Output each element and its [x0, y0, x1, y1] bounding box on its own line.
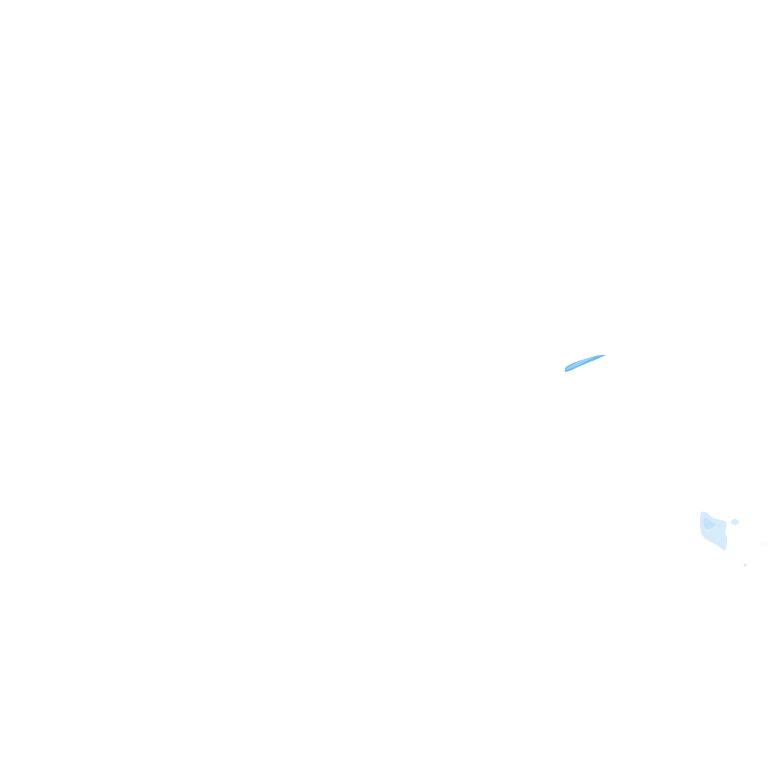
rain-cluster-inner [703, 518, 716, 529]
rain-streak-halo [564, 355, 598, 371]
rain-cluster-east [699, 511, 764, 567]
rain-streak-center [564, 355, 606, 372]
rain-cell-small-1 [731, 519, 739, 525]
rain-cell-small-3 [762, 543, 764, 545]
rain-streak-core [565, 355, 606, 372]
rain-cell-small-2 [743, 563, 747, 567]
